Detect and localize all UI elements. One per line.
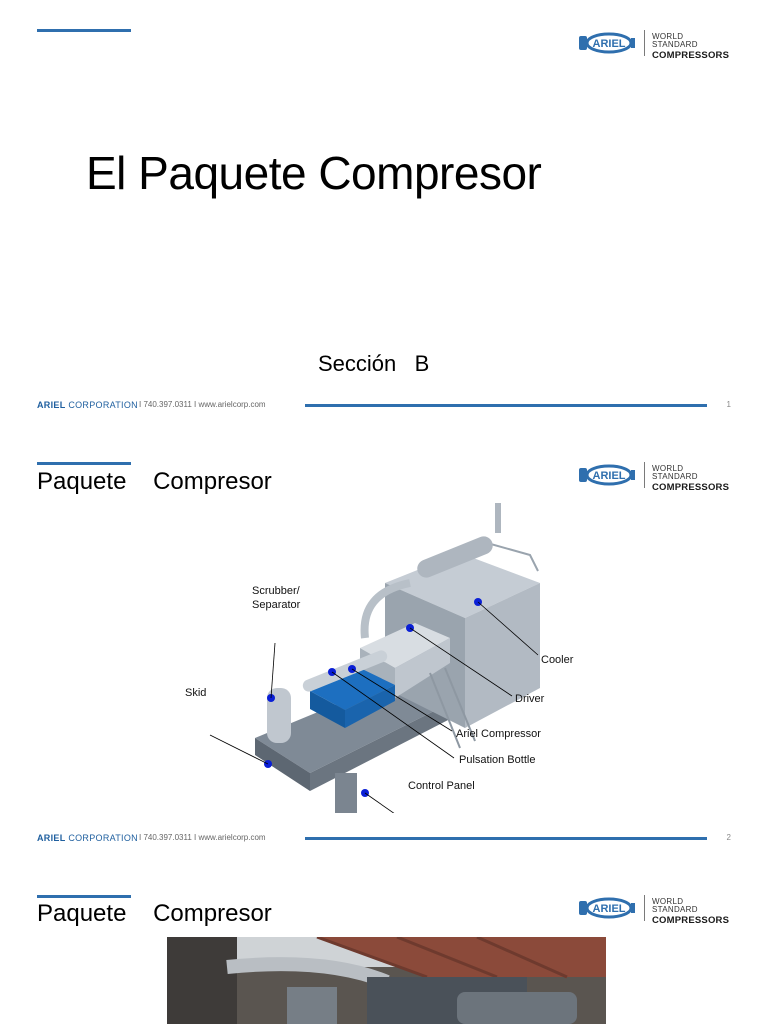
logo-tagline-line1: WORLD STANDARD: [652, 464, 698, 481]
footer-contact: I 740.397.0311 I www.arielcorp.com: [139, 833, 266, 842]
slide-footer: ARIEL CORPORATION I 740.397.0311 I www.a…: [37, 833, 731, 847]
ariel-logo-icon: ARIEL: [579, 32, 635, 54]
logo-separator: [644, 462, 645, 488]
footer-brand-bold: ARIEL: [37, 400, 66, 410]
callout-lines: [209, 601, 539, 813]
logo-word: ARIEL: [593, 470, 626, 482]
footer-bar: [305, 404, 707, 407]
logo-tagline: WORLD STANDARD COMPRESSORS: [652, 33, 730, 61]
pulsation-bottle-shape: [302, 650, 388, 692]
footer-brand: ARIEL CORPORATION: [37, 833, 138, 843]
page-number: 2: [726, 833, 731, 842]
footer-brand-bold: ARIEL: [37, 833, 66, 843]
accent-line: [37, 29, 131, 32]
compressor-package-illustration: [209, 503, 540, 813]
footer-brand: ARIEL CORPORATION: [37, 400, 138, 410]
slide-title: Paquete Compresor: [37, 900, 272, 927]
control-panel-shape: [335, 773, 357, 813]
footer-brand-rest: CORPORATION: [68, 833, 138, 843]
callout-ariel-compressor: Ariel Compressor: [456, 728, 541, 740]
logo-tagline-line2: COMPRESSORS: [652, 482, 730, 493]
logo-word: ARIEL: [593, 903, 626, 915]
footer-contact: I 740.397.0311 I www.arielcorp.com: [139, 400, 266, 409]
compressor-photo: [167, 937, 606, 1024]
accent-line: [37, 462, 131, 465]
footer-bar: [305, 837, 707, 840]
slide-footer: ARIEL CORPORATION I 740.397.0311 I www.a…: [37, 400, 731, 414]
slide-title: Paquete Compresor: [37, 468, 272, 495]
logo-tagline: WORLD STANDARD COMPRESSORS: [652, 898, 730, 926]
logo-word: ARIEL: [593, 38, 626, 50]
slide-title: El Paquete Compresor: [86, 147, 542, 199]
logo-separator: [644, 895, 645, 921]
ariel-compressor-shape: [310, 668, 395, 710]
slide-3: Paquete Compresor ARIEL WORLD STANDARD C…: [0, 866, 768, 1024]
ariel-logo: ARIEL WORLD STANDARD COMPRESSORS: [578, 462, 730, 492]
footer-brand-rest: CORPORATION: [68, 400, 138, 410]
logo-tagline: WORLD STANDARD COMPRESSORS: [652, 465, 730, 493]
ariel-logo-icon: ARIEL: [579, 897, 635, 919]
ariel-logo-icon: ARIEL: [579, 464, 635, 486]
section-label: Sección B: [318, 351, 430, 376]
ariel-logo: ARIEL WORLD STANDARD COMPRESSORS: [578, 895, 730, 925]
slide-2: Paquete Compresor ARIEL WORLD STANDARD C…: [0, 433, 768, 865]
callout-driver: Driver: [515, 693, 545, 705]
logo-tagline-line2: COMPRESSORS: [652, 50, 730, 61]
logo-separator: [644, 30, 645, 56]
callout-pulsation-bottle: Pulsation Bottle: [459, 754, 536, 766]
logo-tagline-line2: COMPRESSORS: [652, 915, 730, 926]
accent-line: [37, 895, 131, 898]
logo-tagline-line1: WORLD STANDARD: [652, 897, 698, 914]
callout-control-panel: Control Panel: [408, 780, 475, 792]
callout-cooler: Cooler: [541, 654, 574, 666]
scrubber-shape: [267, 688, 291, 743]
callout-scrubber: Scrubber/ Separator: [252, 585, 301, 611]
slide-1: ARIEL WORLD STANDARD COMPRESSORS El Paqu…: [0, 0, 768, 432]
callout-skid: Skid: [185, 687, 207, 699]
skid-shape: [255, 678, 450, 773]
page-number: 1: [726, 400, 731, 409]
ariel-logo: ARIEL WORLD STANDARD COMPRESSORS: [578, 30, 730, 60]
logo-tagline-line1: WORLD STANDARD: [652, 32, 698, 49]
